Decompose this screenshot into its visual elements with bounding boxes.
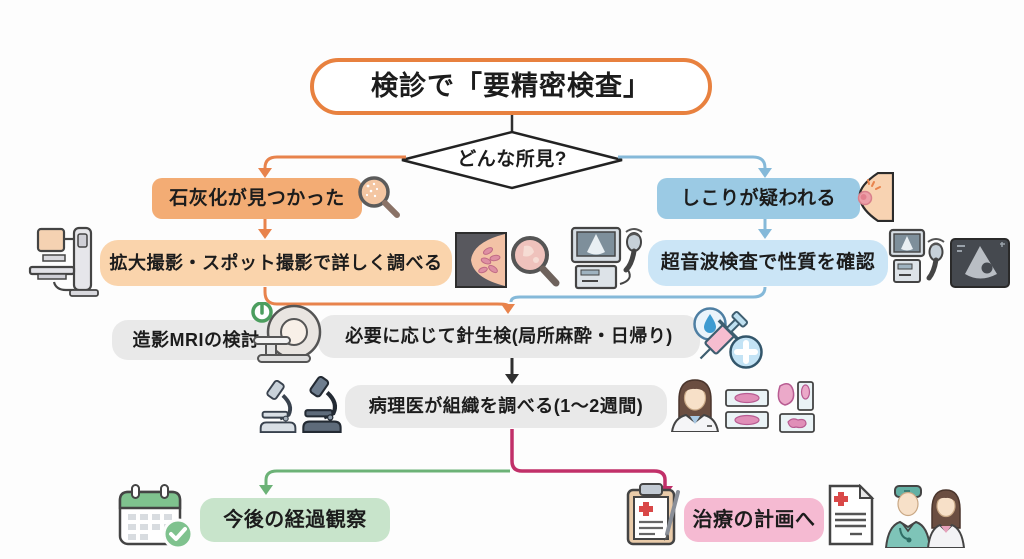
connector-us-biopsy bbox=[509, 286, 767, 303]
branch-calcification-label: 石灰化が見つかった bbox=[169, 187, 345, 209]
arrowhead-lump bbox=[758, 168, 772, 178]
magnifier-pink-icon bbox=[511, 236, 560, 287]
decision-node: どんな所見? bbox=[427, 146, 597, 174]
ultrasound-probe-icon bbox=[888, 228, 945, 283]
decision-label: どんな所見? bbox=[457, 149, 567, 171]
outcome-treatment-node: 治療の計画へ bbox=[684, 498, 824, 542]
arrowhead-biopsy bbox=[501, 304, 515, 314]
treatment-document-icon bbox=[828, 484, 875, 546]
branch-lump-label: しこりが疑われる bbox=[680, 187, 837, 209]
arrowhead-us bbox=[758, 229, 772, 239]
connector-pathology-followup bbox=[264, 469, 510, 485]
step-biopsy-node: 必要に応じて針生検(局所麻酔・日帰り) bbox=[318, 315, 700, 358]
step-mri-label: 造影MRIの検討 bbox=[132, 329, 260, 350]
step-pathology-label: 病理医が組織を調べる(1〜2週間) bbox=[368, 396, 644, 417]
step-mri-node: 造影MRIの検討 bbox=[112, 320, 280, 360]
mri-machine-icon bbox=[251, 302, 322, 363]
plus-circle-icon bbox=[729, 335, 763, 369]
clipboard-icon bbox=[626, 483, 680, 546]
mammogram-image-icon bbox=[455, 232, 507, 288]
calendar-check-icon bbox=[118, 484, 194, 550]
step-pathology-node: 病理医が組織を調べる(1〜2週間) bbox=[345, 385, 667, 428]
start-label: 検診で「要精密検査」 bbox=[371, 70, 651, 101]
arrowhead-spot bbox=[258, 229, 272, 239]
outcome-treatment-label: 治療の計画へ bbox=[692, 508, 816, 531]
mammography-machine-icon bbox=[28, 226, 99, 297]
ultrasound-screen-icon bbox=[950, 238, 1010, 288]
arrowhead-calcification bbox=[258, 168, 272, 178]
step-biopsy-label: 必要に応じて針生検(局所麻酔・日帰り) bbox=[345, 326, 673, 347]
step-ultrasound-node: 超音波検査で性質を確認 bbox=[648, 240, 888, 286]
step-ultrasound-label: 超音波検査で性質を確認 bbox=[660, 252, 876, 274]
connector-decision-calcification bbox=[263, 155, 406, 169]
branch-lump-node: しこりが疑われる bbox=[657, 178, 860, 219]
ultrasound-machine-icon bbox=[570, 226, 643, 290]
microscope-icon bbox=[302, 376, 342, 433]
tissue-slides-icon bbox=[725, 389, 769, 429]
pathologist-icon bbox=[670, 379, 720, 432]
arrowhead-pathology bbox=[505, 374, 519, 384]
outcome-followup-label: 今後の経過観察 bbox=[223, 508, 367, 531]
step-spot-imaging-label: 拡大撮影・スポット撮影で詳しく調べる bbox=[109, 252, 443, 273]
syringe-icon bbox=[699, 310, 749, 360]
doctors-icon bbox=[884, 485, 966, 548]
breast-lump-icon bbox=[857, 172, 894, 222]
arrowhead-followup bbox=[259, 485, 273, 495]
decision-diamond-shape bbox=[401, 130, 623, 190]
connector-decision-lump bbox=[618, 155, 767, 169]
branch-calcification-node: 石灰化が見つかった bbox=[152, 178, 362, 219]
start-node: 検診で「要精密検査」 bbox=[310, 58, 712, 115]
step-spot-imaging-node: 拡大撮影・スポット撮影で詳しく調べる bbox=[100, 240, 452, 286]
tissue-slides-icon bbox=[777, 381, 815, 433]
microscope-icon bbox=[259, 380, 297, 434]
magnifier-calcification-icon bbox=[358, 176, 400, 218]
outcome-followup-node: 今後の経過観察 bbox=[200, 498, 390, 542]
connector-pathology-treatment bbox=[510, 429, 667, 487]
